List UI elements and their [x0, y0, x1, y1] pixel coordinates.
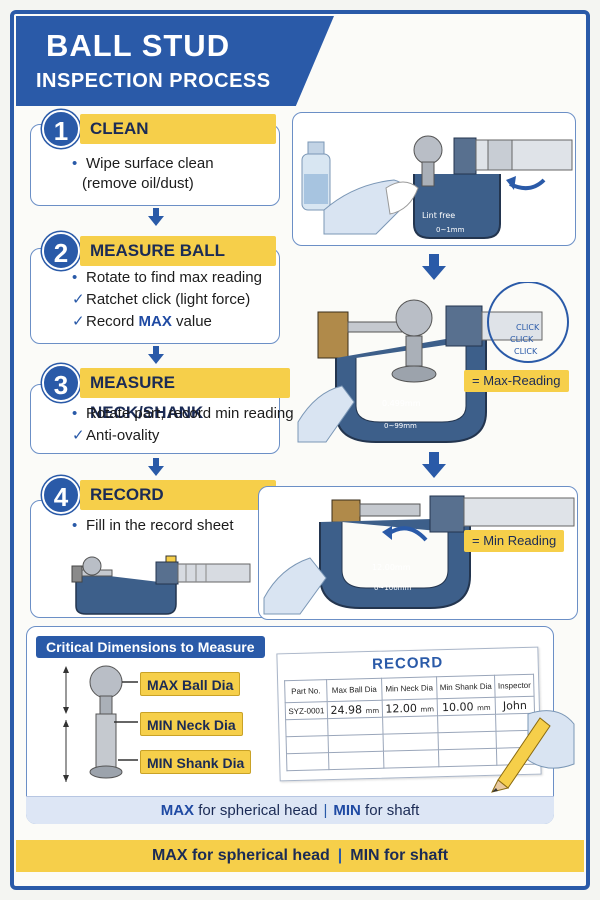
step-2-bullet-2: ✓Ratchet click (light force) — [72, 291, 251, 308]
micrometer-measure-ball-illustration: 0.499mm 0~99mm CLICK CLICK CLICK — [297, 282, 569, 443]
svg-text:CLICK: CLICK — [516, 323, 540, 332]
record-cell: 24.98 mm — [327, 700, 383, 719]
step-4-bullet-1: •Fill in the record sheet — [72, 517, 234, 534]
svg-text:0~1mm: 0~1mm — [436, 226, 465, 234]
svg-text:CLICK: CLICK — [514, 347, 538, 356]
title-banner: BALL STUD INSPECTION PROCESS — [16, 16, 334, 106]
step-4-title: RECORD — [80, 480, 276, 510]
svg-text:12.00mm: 12.00mm — [372, 563, 411, 572]
step-3-title: MEASURE NECK/SHANK — [80, 368, 290, 422]
down-arrow-1 — [148, 208, 164, 226]
step-1-number: 1 — [42, 110, 80, 148]
svg-text:CLICK: CLICK — [510, 335, 534, 344]
micrometer-measure-neck-illustration: 12.00mm 0~106mm — [263, 495, 575, 615]
title-line-2: INSPECTION PROCESS — [36, 70, 271, 92]
big-down-arrow-1 — [422, 254, 446, 280]
step-4-number: 4 — [42, 476, 80, 514]
step-3-bullet-2: ✓Anti-ovality — [72, 427, 160, 444]
step-2-title: MEASURE BALL — [80, 236, 276, 266]
record-cell: SYZ-0001 — [285, 701, 328, 720]
micrometer-clean-illustration: Lint free 0~1mm — [301, 135, 573, 239]
down-arrow-3 — [148, 458, 164, 476]
pencil-hand-illustration — [491, 710, 575, 793]
record-cell: 12.00 mm — [382, 698, 438, 718]
step-1-bullet-1: •Wipe surface clean — [72, 155, 214, 172]
step-3-bullet-1: •Rotate part, record min reading — [72, 405, 294, 422]
step-2-bullet-1: •Rotate to find max reading — [72, 269, 262, 286]
step-1-title: CLEAN — [80, 114, 276, 144]
ball-stud-diagram — [63, 665, 138, 782]
title-line-1: BALL STUD — [46, 28, 231, 63]
critical-footer: MAX for spherical head|MIN for shaft — [26, 796, 554, 824]
record-header-cell: Min Neck Dia — [381, 676, 437, 701]
min-neck-dia-label: MIN Neck Dia — [140, 712, 243, 736]
down-arrow-2 — [148, 346, 164, 364]
svg-text:0~99mm: 0~99mm — [384, 422, 417, 430]
record-sheet-title: RECORD — [371, 654, 444, 673]
critical-dimensions-title: Critical Dimensions to Measure — [36, 636, 265, 658]
step-1-bullet-2: (remove oil/dust) — [82, 175, 194, 192]
record-header-cell: Max Ball Dia — [326, 678, 383, 702]
min-reading-tag: = Min Reading — [464, 530, 565, 552]
small-micrometer-illustration — [71, 555, 251, 615]
max-reading-tag: = Max-Reading — [464, 370, 569, 392]
record-header-cell: Part No. — [284, 679, 328, 703]
min-shank-dia-label: MIN Shank Dia — [140, 750, 252, 774]
step-2-number: 2 — [42, 232, 80, 270]
bottom-summary-bar: MAX for spherical head|MIN for shaft — [16, 840, 584, 872]
svg-text:Lint free: Lint free — [422, 211, 455, 220]
svg-text:0~106mm: 0~106mm — [374, 584, 411, 592]
svg-text:0.499mm: 0.499mm — [382, 399, 421, 408]
max-ball-dia-label: MAX Ball Dia — [140, 672, 241, 696]
step-2-bullet-3: ✓Record MAX value — [72, 313, 212, 330]
step-3-number: 3 — [42, 364, 80, 402]
big-down-arrow-2 — [422, 452, 446, 478]
